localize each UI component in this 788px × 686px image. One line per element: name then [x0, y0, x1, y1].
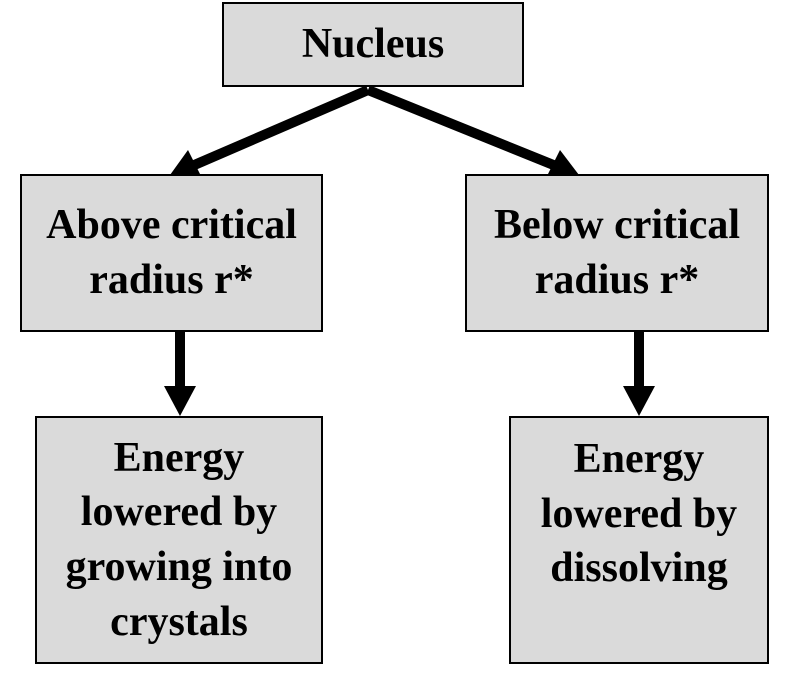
node-energy-growing: Energy lowered by growing into crystals	[35, 416, 323, 664]
arrow-nucleus-to-above	[170, 85, 370, 178]
arrow-above-to-grow	[164, 332, 196, 416]
node-below-critical-radius-label: Below critical radius r*	[493, 202, 741, 303]
node-above-critical-radius: Above critical radius r*	[20, 174, 323, 332]
node-above-critical-radius-label: Above critical radius r*	[46, 202, 297, 303]
node-nucleus: Nucleus	[222, 2, 524, 87]
node-below-critical-radius: Below critical radius r*	[465, 174, 769, 332]
arrow-nucleus-to-below	[366, 85, 579, 178]
node-energy-growing-label: Energy lowered by growing into crystals	[65, 434, 293, 645]
node-energy-dissolving-label: Energy lowered by dissolving	[540, 436, 738, 592]
arrow-below-to-dissolve	[623, 332, 655, 416]
node-energy-dissolving: Energy lowered by dissolving	[509, 416, 769, 664]
node-nucleus-label: Nucleus	[301, 21, 445, 68]
